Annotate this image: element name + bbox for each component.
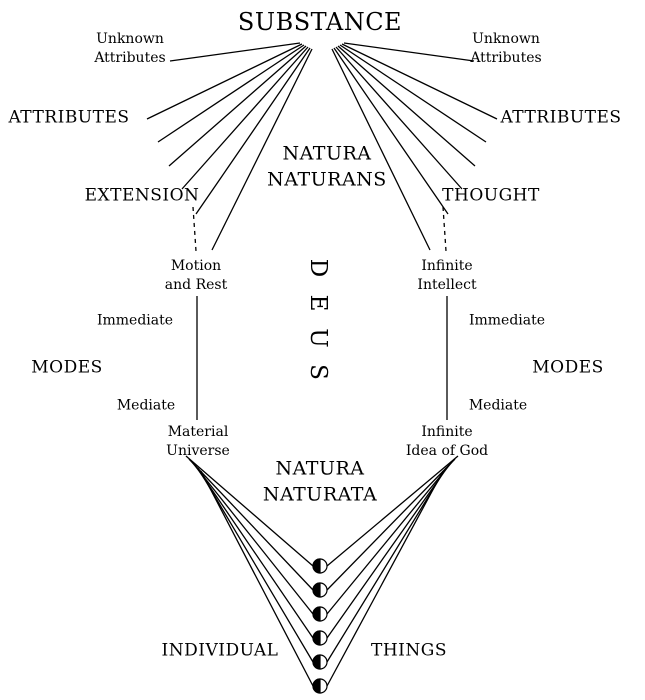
- deus-letter-u: U: [305, 328, 331, 348]
- infinite-intellect-line2: Intellect: [417, 277, 477, 293]
- mediate-left: Mediate: [116, 397, 176, 414]
- half-moon-icon: [312, 678, 328, 694]
- deus-letter-d: D: [305, 258, 331, 278]
- right-converging-lines: [326, 455, 459, 687]
- modes-left: MODES: [31, 357, 103, 378]
- left-converging-lines: [185, 455, 314, 687]
- deus-letter-s: S: [305, 364, 331, 380]
- unknown-attributes-right-line1: Unknown: [472, 31, 540, 48]
- thought-to-intellect-dashed-line: [442, 206, 447, 252]
- material-universe-line2: Universe: [166, 443, 230, 459]
- natura-naturata: NATURA NATURATA: [263, 456, 377, 507]
- modes-right: MODES: [532, 357, 604, 378]
- unknown-attributes-left: Unknown Attributes: [94, 30, 165, 68]
- infinite-intellect-line1: Infinite: [421, 258, 473, 275]
- unknown-attributes-left-line2: Attributes: [94, 50, 166, 66]
- unknown-attributes-right-line2: Attributes: [470, 50, 542, 66]
- natura-naturata-line1: NATURA: [275, 457, 365, 480]
- motion-and-rest-line2: and Rest: [164, 277, 228, 293]
- attributes-right: ATTRIBUTES: [500, 107, 622, 128]
- mediate-right: Mediate: [468, 397, 528, 414]
- natura-naturans: NATURA NATURANS: [267, 141, 387, 192]
- thought-label: THOUGHT: [442, 185, 540, 206]
- motion-and-rest: Motion and Rest: [165, 257, 227, 295]
- half-moon-icon: [312, 606, 328, 622]
- material-universe: Material Universe: [166, 423, 230, 461]
- individual-thing-markers: [312, 558, 328, 694]
- half-moon-icon: [312, 630, 328, 646]
- dashed-connectors: [192, 206, 447, 252]
- attributes-left: ATTRIBUTES: [8, 107, 130, 128]
- natura-naturata-line2: NATURATA: [262, 483, 378, 505]
- unknown-attributes-right: Unknown Attributes: [470, 30, 541, 68]
- extension-label: EXTENSION: [84, 185, 200, 206]
- material-universe-line1: Material: [167, 424, 229, 441]
- motion-and-rest-line1: Motion: [170, 258, 222, 275]
- immediate-right: Immediate: [468, 312, 546, 329]
- substance-title: SUBSTANCE: [237, 7, 403, 36]
- infinite-idea-of-god: Infinite Idea of God: [406, 423, 488, 461]
- left-fan-lines: [146, 42, 313, 251]
- unknown-attributes-left-line1: Unknown: [96, 31, 164, 48]
- half-moon-icon: [312, 582, 328, 598]
- mode-lines: [196, 296, 448, 420]
- things-label: THINGS: [371, 640, 447, 661]
- immediate-left: Immediate: [96, 312, 174, 329]
- deus-letter-e: E: [305, 294, 331, 312]
- infinite-idea-of-god-line2: Idea of God: [405, 443, 489, 459]
- infinite-idea-of-god-line1: Infinite: [421, 424, 473, 441]
- half-moon-icon: [312, 654, 328, 670]
- individual-label: INDIVIDUAL: [161, 640, 279, 661]
- half-moon-icon: [312, 558, 328, 574]
- right-fan-lines: [331, 42, 498, 251]
- natura-naturans-line1: NATURA: [282, 142, 372, 165]
- infinite-intellect: Infinite Intellect: [417, 257, 476, 295]
- natura-naturans-line2: NATURANS: [267, 168, 387, 190]
